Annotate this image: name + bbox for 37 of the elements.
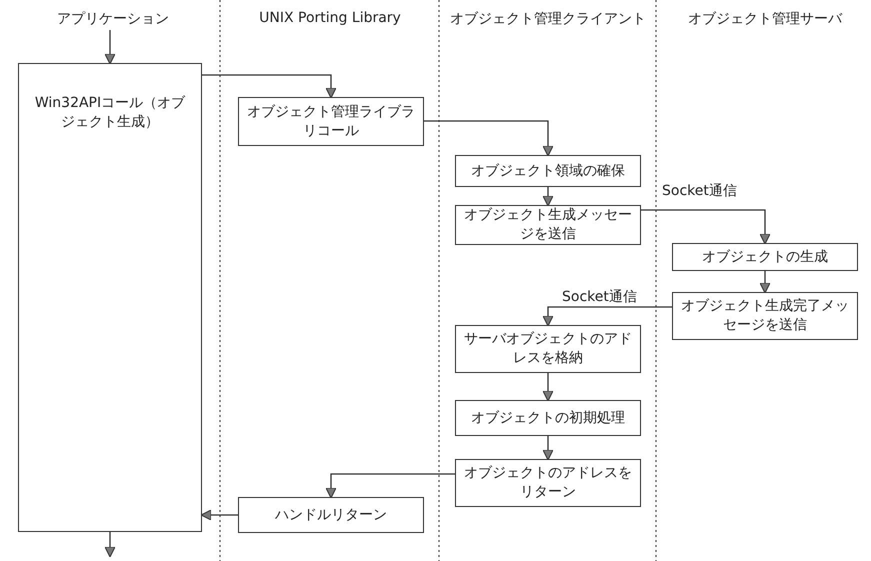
arrow — [542, 306, 672, 326]
edge-label: Socket通信 — [560, 288, 639, 306]
process-box — [455, 459, 641, 507]
box-text: オブジェクト生成完了メッセージを送信 — [681, 297, 849, 335]
process-box — [455, 155, 641, 187]
arrow — [202, 74, 336, 98]
process-box — [672, 292, 858, 340]
arrow — [424, 120, 554, 156]
arrow — [760, 271, 770, 294]
box-text: サーバオブジェクトのアドレスを格納 — [464, 330, 632, 368]
edge-label: Socket通信 — [660, 182, 739, 200]
process-box — [238, 97, 424, 146]
box-text: オブジェクト領域の確保 — [471, 162, 625, 180]
process-box — [238, 497, 424, 533]
arrow — [104, 30, 116, 64]
arrow — [641, 209, 770, 244]
arrow — [542, 373, 554, 402]
arrow — [542, 187, 554, 206]
lane-header: オブジェクト管理サーバ — [688, 10, 842, 28]
box-text: オブジェクトの初期処理 — [471, 408, 625, 428]
arrow — [200, 510, 238, 520]
box-text: ハンドルリターン — [275, 506, 387, 524]
process-box — [455, 400, 641, 436]
process-box — [455, 325, 641, 373]
lane-header: オブジェクト管理クライアント — [450, 10, 646, 28]
box-text: Win32APIコール（オブジェクト生成） — [34, 94, 186, 132]
lane-header: アプリケーション — [56, 10, 170, 30]
box-text: オブジェクト生成メッセージを送信 — [464, 206, 632, 244]
arrow — [326, 473, 455, 498]
lane-header: UNIX Porting Library — [259, 10, 401, 26]
process-box — [18, 63, 202, 532]
process-box — [672, 243, 858, 271]
arrow — [542, 436, 554, 460]
box-text: オブジェクト管理ライブラリコール — [247, 102, 415, 140]
arrow — [104, 532, 116, 558]
box-text: オブジェクトの生成 — [702, 248, 828, 266]
box-text: オブジェクトのアドレスをリターン — [464, 464, 632, 502]
